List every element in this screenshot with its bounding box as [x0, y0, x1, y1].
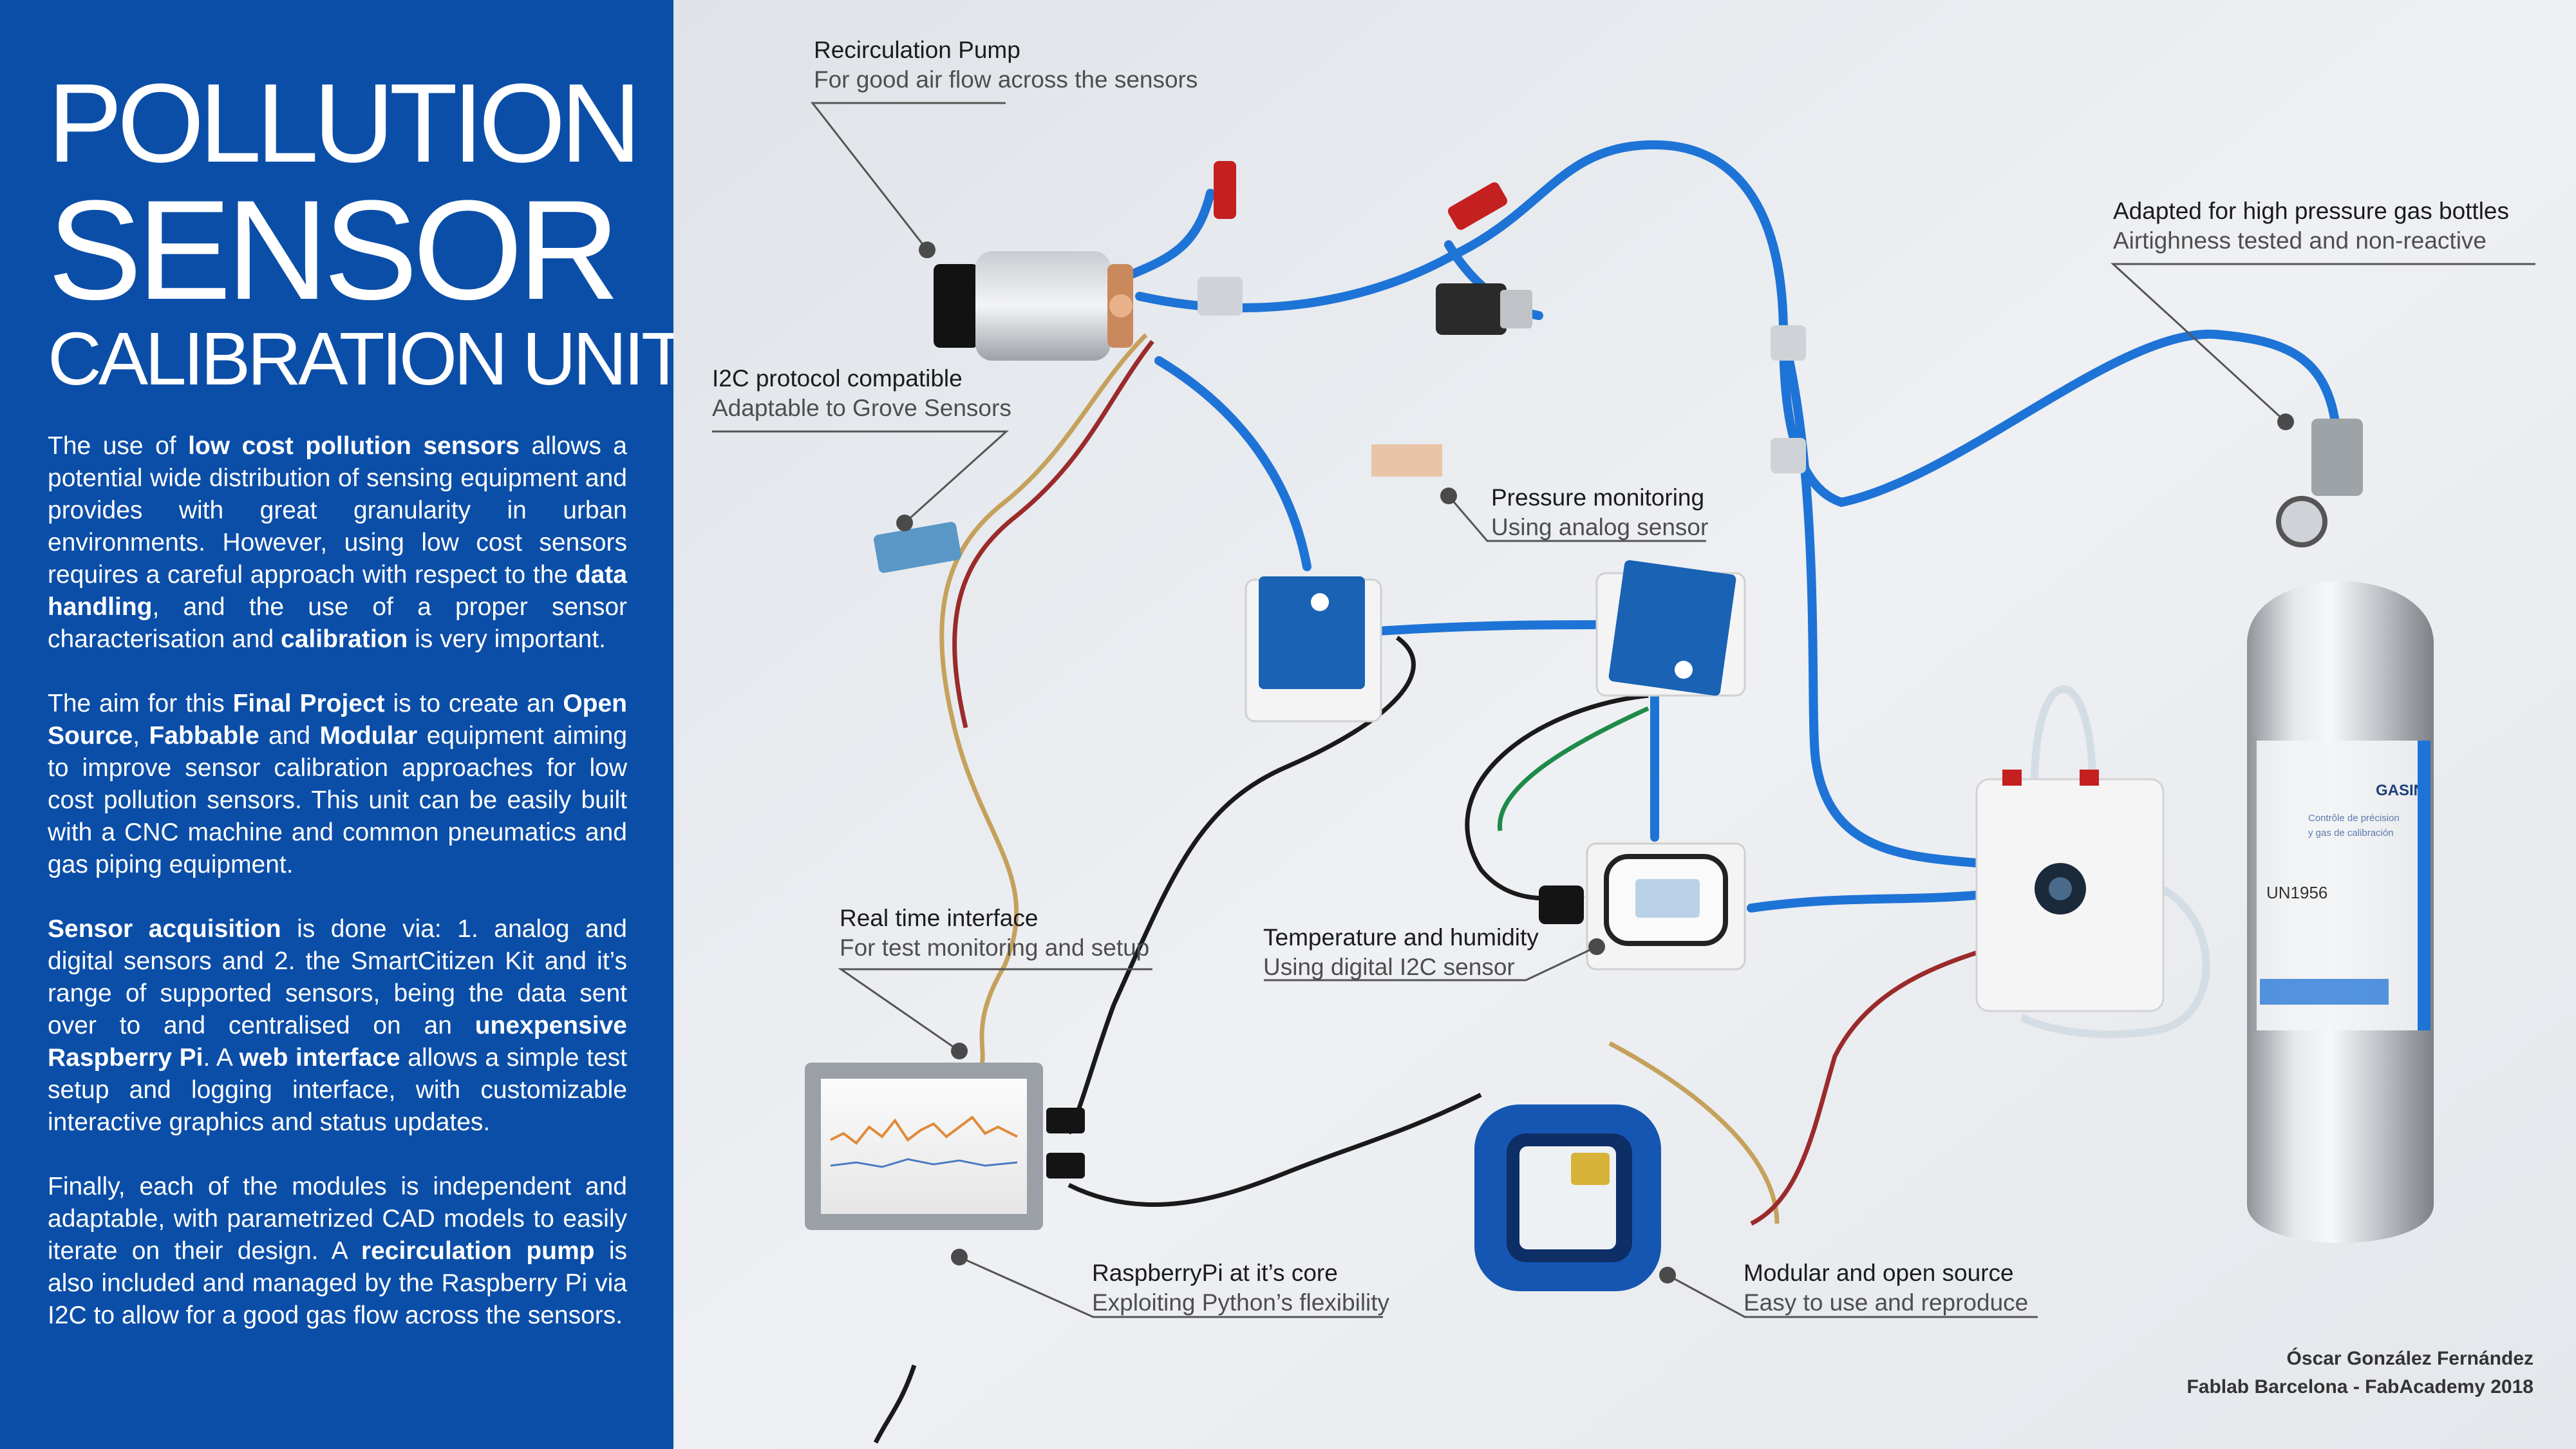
- wires: [873, 333, 1997, 1444]
- callout-leaders: [712, 102, 2535, 1318]
- callout-subtext: For good air flow across the sensors: [814, 66, 1198, 93]
- callout-dots: [896, 242, 2294, 1283]
- bold-phrase: Modular: [319, 722, 418, 750]
- clear-tube: [2020, 685, 2210, 1039]
- callout-heading: Real time interface: [840, 905, 1039, 931]
- recirculation-pump: [934, 251, 1133, 361]
- callout-i2c-protocol: I2C protocol compatible Adaptable to Gro…: [712, 364, 1011, 423]
- modular-sensor-pod: [1474, 1104, 1661, 1291]
- callout-modular-open-source: Modular and open source Easy to use and …: [1744, 1258, 2028, 1318]
- bold-phrase: Sensor acquisition: [48, 915, 281, 943]
- callout-raspberry-pi: RaspberryPi at it’s core Exploiting Pyth…: [1092, 1258, 1389, 1318]
- info-panel: POLLUTION SENSOR CALIBRATION UNIT The us…: [0, 0, 687, 1449]
- bold-phrase: Fabbable: [149, 722, 259, 750]
- bold-phrase: data handling: [48, 561, 627, 621]
- title-sensor: SENSOR: [48, 171, 620, 329]
- callout-gas-bottles: Adapted for high pressure gas bottles Ai…: [2113, 196, 2509, 256]
- gas-bottle: GASIN UN1956 Contrôle de précision y gas…: [2247, 419, 2434, 1243]
- callout-subtext: Easy to use and reproduce: [1744, 1289, 2029, 1316]
- mixing-chamber: [1975, 770, 2165, 1012]
- smartcitizen-module-2: [1595, 560, 1746, 697]
- raspberry-pi-display: [805, 1063, 1085, 1230]
- grove-i2c-hub: [874, 522, 961, 573]
- callout-heading: Adapted for high pressure gas bottles: [2113, 198, 2509, 224]
- callout-subtext: For test monitoring and setup: [840, 934, 1150, 961]
- credit-block: Óscar González Fernández Fablab Barcelon…: [2186, 1345, 2534, 1401]
- credit-author: Óscar González Fernández: [2286, 1348, 2534, 1369]
- title-calibration-unit: CALIBRATION UNIT: [48, 317, 687, 401]
- callout-heading: Pressure monitoring: [1491, 484, 1705, 511]
- bottle-label-line2: y gas de calibración: [2308, 828, 2394, 838]
- callout-heading: Recirculation Pump: [814, 37, 1020, 63]
- paragraph-acquisition: Sensor acquisition is done via: 1. analo…: [48, 915, 628, 1136]
- paragraph-modules: Finally, each of the modules is independ…: [48, 1173, 627, 1329]
- paragraph-aim: The aim for this Final Project is to cre…: [48, 690, 628, 878]
- callout-subtext: Adaptable to Grove Sensors: [712, 395, 1011, 421]
- callout-pressure-monitoring: Pressure monitoring Using analog sensor: [1491, 483, 1708, 542]
- bold-phrase: Final Project: [232, 690, 385, 717]
- callout-heading: Modular and open source: [1744, 1260, 2014, 1286]
- callout-subtext: Using digital I2C sensor: [1263, 954, 1515, 980]
- smartcitizen-module-1: [1245, 576, 1382, 723]
- red-valves: [1214, 161, 1508, 230]
- bottle-brand: GASIN: [2376, 782, 2425, 799]
- tee-fittings: [1198, 277, 1806, 473]
- title-pollution: POLLUTION: [48, 60, 641, 185]
- pressure-sensor: [1371, 283, 1532, 477]
- bottle-un-number: UN1956: [2266, 883, 2327, 902]
- paragraph-intro: The use of low cost pollution sensors al…: [48, 432, 627, 653]
- bold-phrase: Open Source: [48, 690, 627, 750]
- credit-organization: Fablab Barcelona - FabAcademy 2018: [2186, 1376, 2534, 1397]
- callout-heading: RaspberryPi at it’s core: [1092, 1260, 1338, 1286]
- callout-heading: Temperature and humidity: [1263, 924, 1539, 951]
- bold-phrase: recirculation pump: [361, 1237, 595, 1265]
- callout-temperature-humidity: Temperature and humidity Using digital I…: [1263, 923, 1539, 982]
- bold-phrase: unexpensive Raspberry Pi: [48, 1012, 627, 1072]
- callout-heading: I2C protocol compatible: [712, 365, 963, 392]
- bold-phrase: calibration: [281, 625, 408, 653]
- callout-subtext: Airtighness tested and non-reactive: [2113, 227, 2487, 254]
- bottle-label-line1: Contrôle de précision: [2308, 813, 2400, 824]
- callout-recirculation-pump: Recirculation Pump For good air flow acr…: [814, 35, 1198, 95]
- bold-phrase: low cost pollution sensors: [188, 432, 520, 460]
- setup-photo: GASIN UN1956 Contrôle de précision y gas…: [673, 0, 2576, 1449]
- temperature-humidity-module: [1539, 842, 1746, 971]
- callout-subtext: Using analog sensor: [1491, 514, 1709, 540]
- callout-subtext: Exploiting Python’s flexibility: [1092, 1289, 1390, 1316]
- callout-real-time-interface: Real time interface For test monitoring …: [840, 904, 1149, 963]
- bold-phrase: web interface: [239, 1044, 400, 1072]
